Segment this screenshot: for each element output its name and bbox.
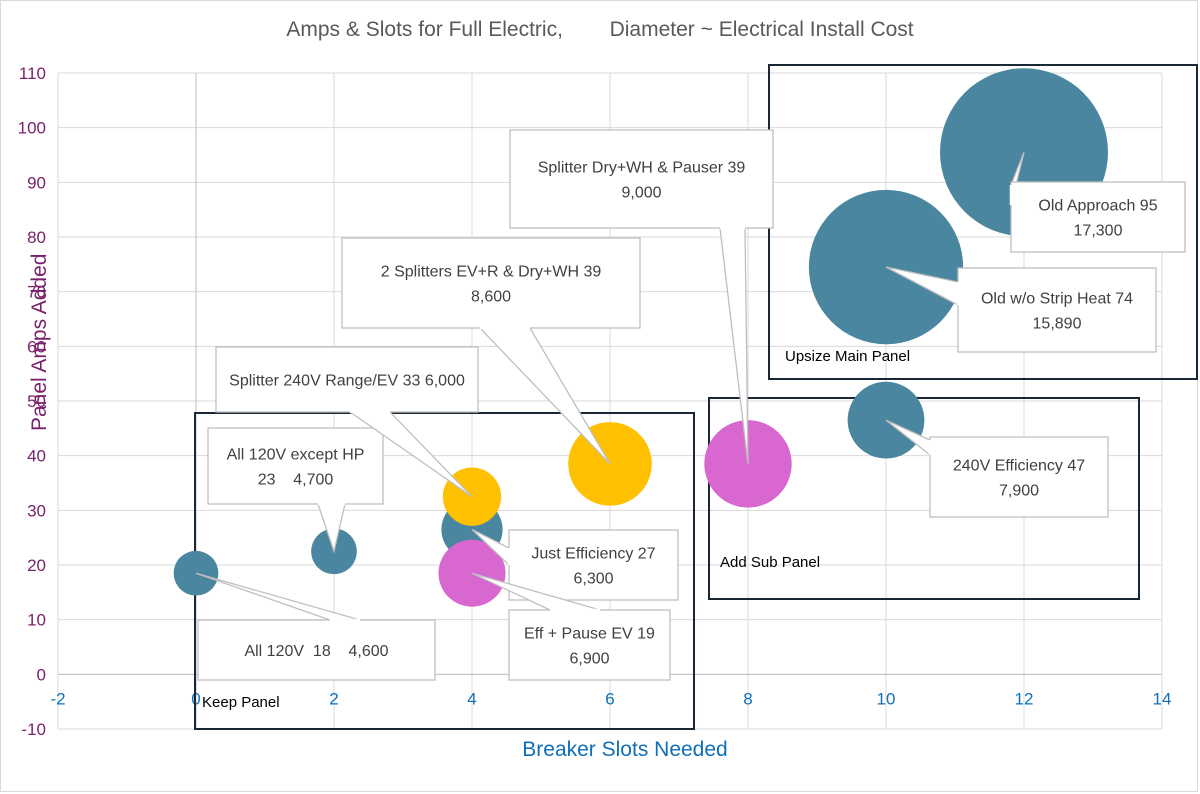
y-tick-label: 90 (27, 173, 46, 192)
data-label: 15,890 (1033, 316, 1082, 333)
callout-box (1010, 181, 1186, 253)
callout-box (509, 129, 774, 229)
x-tick-label: 6 (605, 689, 614, 708)
callout-box (197, 619, 436, 681)
y-tick-label: 20 (27, 556, 46, 575)
data-label: 8,600 (471, 289, 511, 306)
data-label: 2 Splitters EV+R & Dry+WH 39 (381, 264, 602, 281)
data-label: 9,000 (621, 185, 661, 202)
data-label: All 120V 18 4,600 (244, 643, 388, 660)
callout-box (957, 267, 1157, 353)
x-axis-label: Breaker Slots Needed (522, 738, 728, 761)
data-label: Splitter 240V Range/EV 33 6,000 (229, 373, 465, 390)
data-label: All 120V except HP (227, 447, 365, 464)
region-boxes: Keep Panel Add Sub Panel Upsize Main Panel (194, 64, 1198, 730)
callout-box (215, 346, 479, 413)
x-tick-label: 8 (743, 689, 752, 708)
x-tick-label: 14 (1153, 689, 1172, 708)
data-label: 23 4,700 (258, 472, 334, 489)
x-tick-label: 2 (329, 689, 338, 708)
data-label: Old w/o Strip Heat 74 (981, 291, 1133, 308)
data-label: 6,900 (569, 651, 609, 668)
data-label: Splitter Dry+WH & Pauser 39 (538, 160, 746, 177)
x-tick-label: 12 (1015, 689, 1034, 708)
chart-title: Amps & Slots for Full Electric, Diameter… (286, 18, 914, 41)
callouts: All 120V 18 4,600 All 120V except HP 23 4,… (195, 129, 1186, 681)
x-tick-label: 10 (877, 689, 896, 708)
y-tick-label: 0 (37, 665, 46, 684)
data-label: Just Efficiency 27 (531, 546, 655, 563)
data-label: 240V Efficiency 47 (953, 458, 1085, 475)
y-tick-label: -10 (21, 720, 46, 739)
y-tick-label: 100 (18, 119, 46, 138)
region-label: Keep Panel (202, 694, 280, 711)
callout-pointer (478, 327, 611, 465)
y-tick-label: 70 (27, 283, 46, 302)
data-label: Old Approach 95 (1038, 198, 1157, 215)
y-tick-label: 40 (27, 447, 46, 466)
y-tick-label: 30 (27, 501, 46, 520)
data-label: Eff + Pause EV 19 (524, 626, 655, 643)
callout-box (929, 436, 1109, 518)
callout-box (207, 427, 384, 505)
region-label: Add Sub Panel (720, 554, 820, 571)
x-tick-label: 4 (467, 689, 476, 708)
y-tick-label: 60 (27, 337, 46, 356)
data-label: 7,900 (999, 483, 1039, 500)
callout-box (508, 529, 679, 601)
region-label: Upsize Main Panel (785, 348, 910, 365)
y-tick-label: 50 (27, 392, 46, 411)
y-tick-label: 110 (19, 64, 46, 83)
callout-box (341, 237, 641, 329)
y-tick-label: 80 (27, 228, 46, 247)
y-tick-label: 10 (27, 611, 46, 630)
region-box (708, 397, 1140, 600)
x-tick-label: -2 (50, 689, 65, 708)
data-label: 6,300 (573, 571, 613, 588)
callout-pointer (195, 572, 361, 621)
callout-box (508, 609, 671, 681)
data-label: 17,300 (1074, 223, 1123, 240)
